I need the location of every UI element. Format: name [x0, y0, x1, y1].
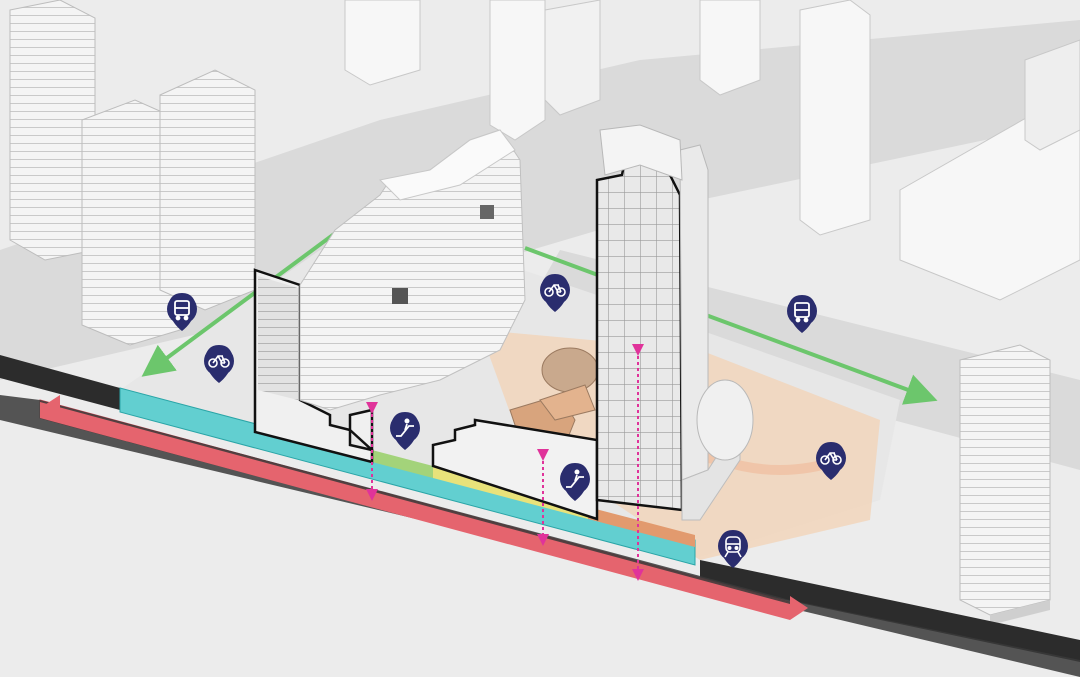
- escalator-pin: [560, 463, 590, 501]
- bicycle-pin: [204, 345, 234, 383]
- retail-green: [372, 450, 433, 478]
- background-buildings: [9, 0, 1080, 625]
- bus-pin: [167, 293, 197, 331]
- rail-tunnel-right: [700, 560, 1080, 662]
- plaza-pavilions: [509, 347, 599, 446]
- bus-icon: [794, 302, 810, 323]
- office-tower: [299, 129, 526, 411]
- metro-pin: [718, 530, 748, 568]
- highrise-tower: [595, 124, 754, 521]
- map-pins: [167, 274, 846, 568]
- rail-band: [40, 402, 790, 620]
- rail-tunnel-left: [0, 355, 120, 410]
- bus-pin: [787, 295, 817, 333]
- bus-icon: [174, 300, 190, 321]
- bicycle-icon: [544, 284, 566, 297]
- rail-arrow-right: [790, 596, 808, 620]
- escalator-icon: [566, 469, 584, 488]
- escalator-pin: [390, 412, 420, 450]
- rail-arrow-left: [40, 395, 60, 418]
- escalator-icon: [396, 418, 414, 437]
- bicycle-pin: [816, 442, 846, 480]
- vertical-links: [366, 344, 644, 581]
- bicycle-pin: [540, 274, 570, 312]
- metro-train-icon: [724, 536, 742, 558]
- bicycle-icon: [208, 355, 230, 368]
- bicycle-icon: [820, 452, 842, 465]
